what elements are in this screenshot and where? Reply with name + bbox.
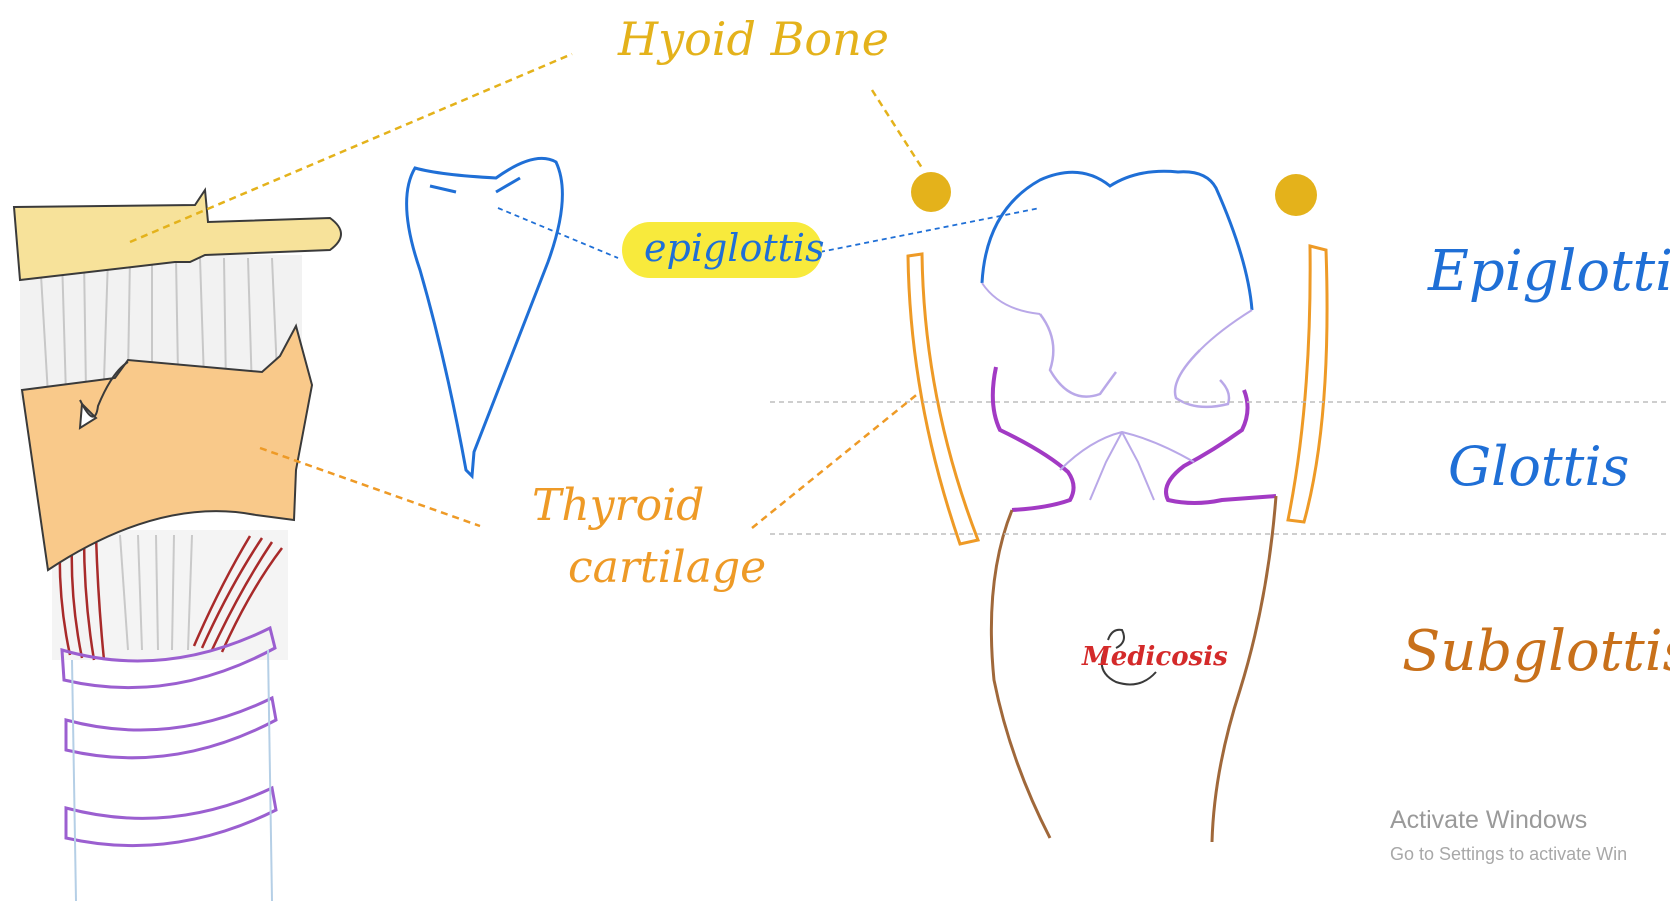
thyroid-label-line2: cartilage	[568, 546, 766, 590]
epiglottis-label: epiglottis	[644, 229, 825, 267]
epiglottic-base-left	[982, 283, 1040, 314]
vestibular-fold-left	[1040, 314, 1116, 397]
epiglottis-leaf-mark-left	[430, 186, 456, 192]
tracheal-rings	[62, 628, 276, 846]
hyoid-leader-right	[872, 90, 922, 168]
thyroid-lamina-left	[908, 254, 978, 544]
subglottis-wall-left	[991, 510, 1050, 838]
glottic-chink	[1060, 432, 1194, 500]
epiglottis-leaf-mark-right	[496, 178, 520, 192]
vocal-fold-right	[1166, 390, 1276, 503]
epiglottis-leader-right	[820, 208, 1040, 252]
hyoid-dot-left	[911, 172, 951, 212]
activate-windows-subtitle: Go to Settings to activate Win	[1390, 845, 1627, 863]
thyroid-leader-right	[752, 392, 920, 528]
vestibular-fold-right	[1175, 350, 1229, 407]
epiglottis-isolated	[407, 158, 563, 476]
hyoid-dot-right	[1275, 174, 1317, 216]
epiglottis-leader-left	[498, 208, 618, 258]
larynx-anterior-view	[14, 190, 341, 901]
epiglottic-outline	[982, 171, 1252, 310]
region-label-subglottis: Subglottis	[1402, 624, 1670, 680]
region-label-epiglottis: Epiglottis	[1428, 244, 1670, 300]
activate-windows-title: Activate Windows	[1390, 808, 1587, 833]
epiglottis-leaf-shape	[407, 158, 563, 476]
thyroid-lamina-right	[1288, 246, 1327, 522]
region-label-glottis: Glottis	[1448, 440, 1629, 494]
thyroid-label-line1: Thyroid	[532, 484, 704, 528]
epiglottic-base-right	[1200, 310, 1252, 350]
medicosis-logo: Medicosis	[1082, 644, 1228, 670]
vocal-fold-left	[993, 367, 1074, 510]
hyoid-bone-label: Hyoid Bone	[618, 16, 889, 62]
hyoid-leader-left	[130, 54, 572, 242]
